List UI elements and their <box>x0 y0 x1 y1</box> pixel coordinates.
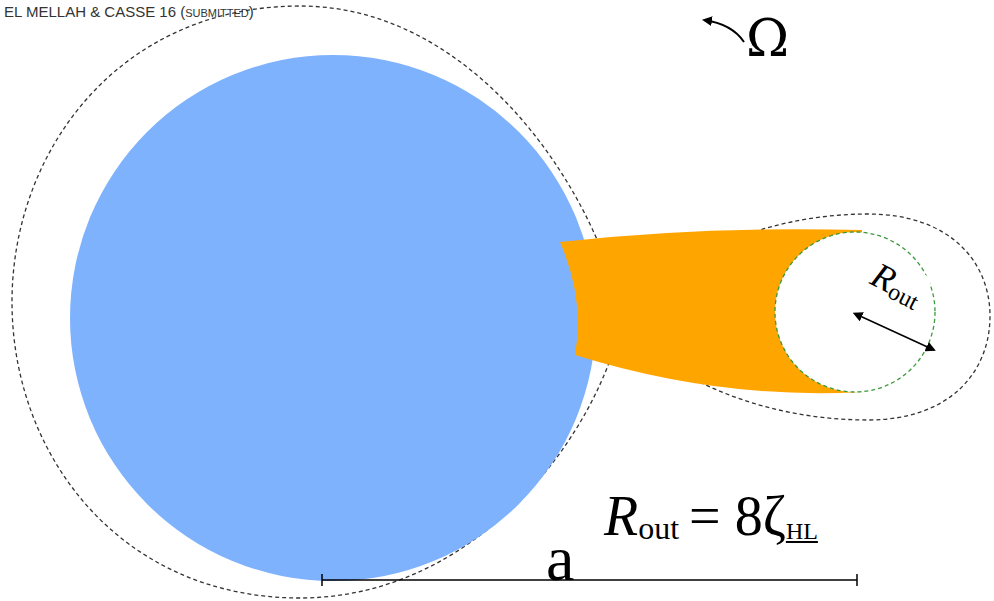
rotation-arrow <box>704 20 744 42</box>
accretor-inner-boundary <box>775 232 935 392</box>
header-note: EL MELLAH & CASSE 16 (submitted) <box>4 3 254 20</box>
label-text: out <box>638 510 679 546</box>
roche-lobe-donor <box>12 6 622 598</box>
radius-equation: Rout = 8ζHL <box>604 484 818 548</box>
separation-tick <box>856 574 858 586</box>
label-text: HL <box>786 518 818 544</box>
rotation-symbol: Ω <box>746 8 789 68</box>
label-text: EL MELLAH & CASSE 16 (submitted) <box>4 3 254 20</box>
separation-label: a <box>546 522 574 596</box>
label-text: Ω <box>746 8 789 68</box>
separation-bar <box>322 579 857 581</box>
radius-arrow <box>860 316 934 350</box>
donor-star <box>70 55 596 581</box>
label-text: R <box>604 485 638 547</box>
label-text: a <box>546 523 574 594</box>
label-text: = 8ζ <box>689 485 786 547</box>
separation-tick <box>321 574 323 586</box>
